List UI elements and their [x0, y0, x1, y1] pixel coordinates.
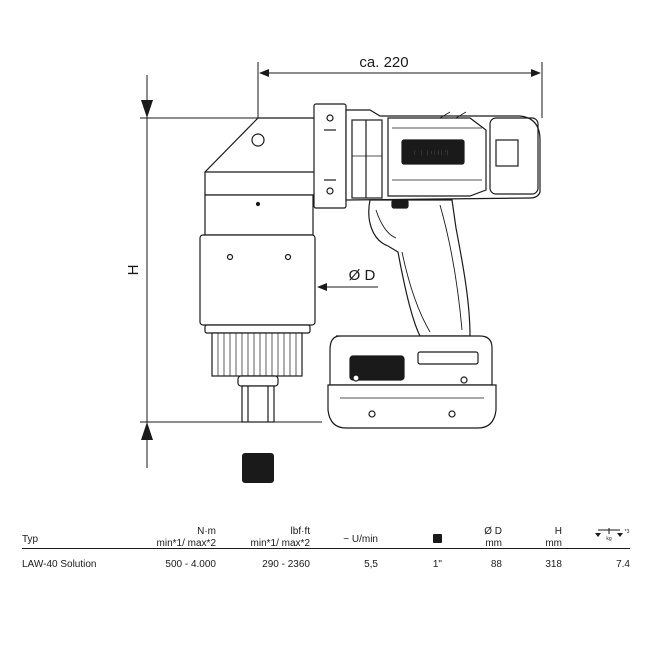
cell-d: 88	[490, 559, 502, 570]
weight-unit: kg	[606, 536, 612, 542]
table-header-row: Typ N·m min*1/ max*2 lbf·ft min*1/ max*2…	[22, 520, 630, 549]
gear-head	[199, 117, 319, 423]
header-lbf-unit: lbf·ft	[290, 526, 310, 537]
cell-weight: 7.4	[616, 559, 630, 570]
cell-nm: 500 - 4.000	[165, 559, 216, 570]
header-type: Typ	[22, 534, 39, 545]
width-label: ca. 220	[359, 54, 408, 71]
handle	[368, 199, 471, 337]
brand-logo: GEDORE	[413, 148, 452, 158]
cell-lbf: 290 - 2360	[262, 559, 310, 570]
header-speed: ~ U/min	[343, 534, 378, 545]
header-d-unit: mm	[485, 538, 502, 549]
header-h: H mm	[545, 526, 562, 550]
height-label: H	[125, 265, 142, 276]
header-nm-unit: N·m	[197, 526, 216, 537]
header-d-label: Ø D	[484, 526, 502, 537]
header-d: Ø D mm	[484, 526, 502, 550]
diameter-dimension: Ø D	[317, 267, 378, 291]
cell-speed: 5,5	[364, 559, 378, 570]
header-lbf: lbf·ft min*1/ max*2	[230, 526, 310, 550]
cell-type: LAW-40 Solution	[22, 559, 97, 570]
reaction-teeth	[217, 333, 297, 376]
drill-body: GEDORE	[345, 109, 541, 201]
weight-note: *3	[625, 529, 630, 535]
width-dimension: ca. 220	[257, 54, 543, 118]
battery-pack	[327, 335, 497, 429]
header-lbf-minmax: min*1/ max*2	[250, 538, 310, 549]
specification-table: Typ N·m min*1/ max*2 lbf·ft min*1/ max*2…	[22, 520, 630, 577]
diameter-label: Ø D	[349, 267, 376, 284]
header-h-unit: mm	[545, 538, 562, 549]
header-weight: kg *3	[594, 526, 630, 546]
header-nm-minmax: min*1/ max*2	[156, 538, 216, 549]
weight-scale-icon: kg *3	[595, 528, 630, 542]
cell-h: 318	[545, 559, 562, 570]
technical-drawing: ca. 220 H	[125, 54, 543, 483]
header-nm: N·m min*1/ max*2	[136, 526, 216, 550]
header-square	[433, 534, 442, 547]
flange	[313, 103, 347, 209]
square-drive-icon	[433, 534, 442, 543]
square-drive-symbol	[242, 453, 274, 483]
cell-square: 1"	[432, 559, 442, 570]
table-row: LAW-40 Solution 500 - 4.000 290 - 2360 5…	[22, 549, 630, 577]
height-dimension: H	[125, 75, 322, 468]
header-h-label: H	[554, 526, 562, 537]
